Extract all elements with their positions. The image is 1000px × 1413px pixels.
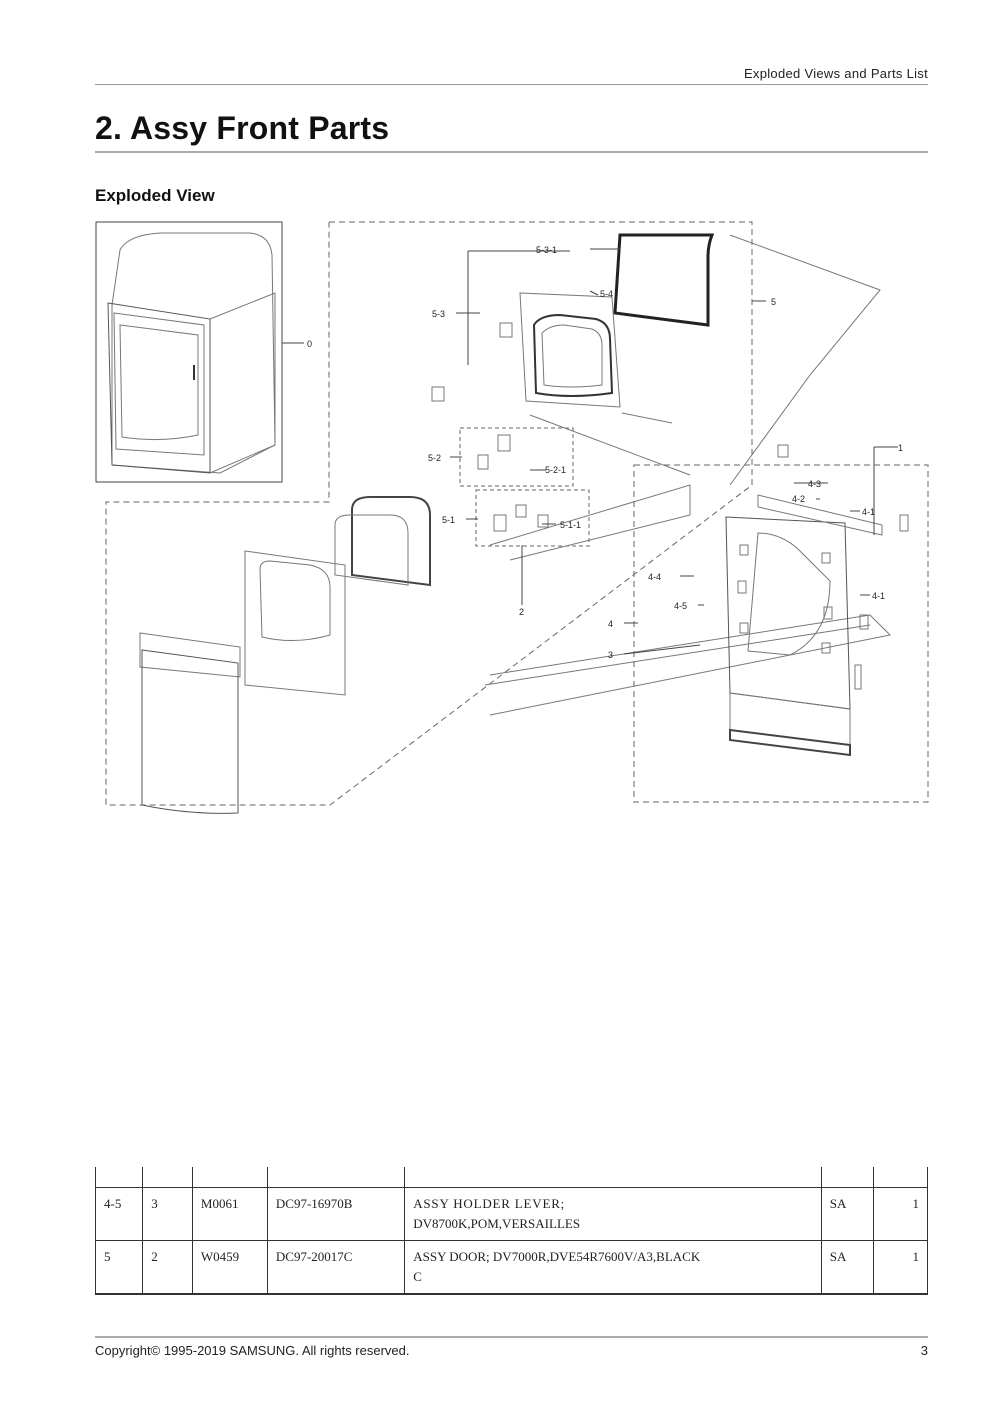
sa-level: 3 bbox=[142, 1187, 193, 1241]
part-no: 5 bbox=[94, 1240, 144, 1295]
spec: SA bbox=[820, 1187, 874, 1241]
part-code: DC97-20017C bbox=[266, 1240, 406, 1295]
leader-lines bbox=[282, 248, 898, 655]
callout-4-5: 4-5 bbox=[674, 601, 687, 611]
callout-5: 5 bbox=[771, 297, 776, 307]
dryer-drawing bbox=[107, 232, 276, 474]
callout-5-3: 5-3 bbox=[432, 309, 445, 319]
description-line: DV8700K,POM,VERSAILLES bbox=[413, 1216, 581, 1231]
callout-0: 0 bbox=[307, 339, 312, 349]
footer-rule bbox=[95, 1336, 928, 1338]
parts-table: 4-5 3 M0061 DC97-16970B ASSY HOLDER LEVE… bbox=[94, 1167, 929, 1295]
callout-labels: 0 1 2 3 4 4-1 4-1 4-2 4-3 4-4 4-5 5 5-1 … bbox=[307, 245, 903, 660]
callout-5-3-1: 5-3-1 bbox=[536, 245, 557, 255]
description: ASSY DOOR; DV7000R,DVE54R7600V/A3,BLACK … bbox=[404, 1240, 822, 1295]
callout-5-2-1: 5-2-1 bbox=[545, 465, 566, 475]
callout-4: 4 bbox=[608, 619, 613, 629]
callout-4-3: 4-3 bbox=[808, 479, 821, 489]
location: W0459 bbox=[191, 1240, 268, 1295]
description-line: C bbox=[413, 1269, 422, 1284]
assembly-box-0 bbox=[95, 221, 283, 483]
sa-level: 2 bbox=[142, 1240, 193, 1295]
callout-2: 2 bbox=[519, 607, 524, 617]
callout-4-1-top: 4-1 bbox=[862, 507, 875, 517]
callout-5-4: 5-4 bbox=[600, 289, 613, 299]
callout-3: 3 bbox=[608, 650, 613, 660]
callout-5-1: 5-1 bbox=[442, 515, 455, 525]
title-rule bbox=[95, 151, 928, 153]
table-row: 5 2 W0459 DC97-20017C ASSY DOOR; DV7000R… bbox=[94, 1240, 929, 1295]
location: M0061 bbox=[191, 1187, 268, 1241]
front-panel-drawing bbox=[725, 444, 909, 757]
table-row: 4-5 3 M0061 DC97-16970B ASSY HOLDER LEVE… bbox=[94, 1187, 929, 1241]
page-number: 3 bbox=[920, 1343, 928, 1358]
callout-5-1-1: 5-1-1 bbox=[560, 520, 581, 530]
page-title: 2. Assy Front Parts bbox=[95, 110, 390, 146]
description: ASSY HOLDER LEVER; DV8700K,POM,VERSAILLE… bbox=[404, 1187, 822, 1241]
callout-4-2: 4-2 bbox=[792, 494, 805, 504]
spec: SA bbox=[820, 1240, 874, 1295]
callout-1: 1 bbox=[898, 443, 903, 453]
quantity: 1 bbox=[872, 1240, 929, 1295]
running-header: Exploded Views and Parts List bbox=[743, 66, 928, 81]
description-line: ASSY DOOR; DV7000R,DVE54R7600V/A3,BLACK bbox=[413, 1249, 701, 1264]
callout-5-2: 5-2 bbox=[428, 453, 441, 463]
front-panel-group-outline bbox=[633, 464, 929, 803]
subgroup-box-5-1 bbox=[475, 489, 590, 547]
part-no: 4-5 bbox=[94, 1187, 144, 1241]
table-header-row bbox=[94, 1167, 929, 1188]
header-rule bbox=[95, 84, 928, 85]
quantity: 1 bbox=[872, 1187, 929, 1241]
section-title: Exploded View bbox=[95, 186, 215, 205]
callout-4-1-right: 4-1 bbox=[872, 591, 885, 601]
description-line: ASSY HOLDER LEVER; bbox=[413, 1196, 566, 1211]
copyright-notice: Copyright© 1995-2019 SAMSUNG. All rights… bbox=[95, 1343, 410, 1358]
door-parts-left bbox=[139, 496, 431, 814]
callout-4-4: 4-4 bbox=[648, 572, 661, 582]
exploded-view-diagram: 0 1 2 3 4 4-1 4-1 4-2 4-3 4-4 4-5 5 5-1 … bbox=[95, 221, 929, 814]
part-code: DC97-16970B bbox=[266, 1187, 406, 1241]
subgroup-box-5-2 bbox=[459, 427, 574, 487]
door-assembly-drawing bbox=[431, 233, 892, 716]
